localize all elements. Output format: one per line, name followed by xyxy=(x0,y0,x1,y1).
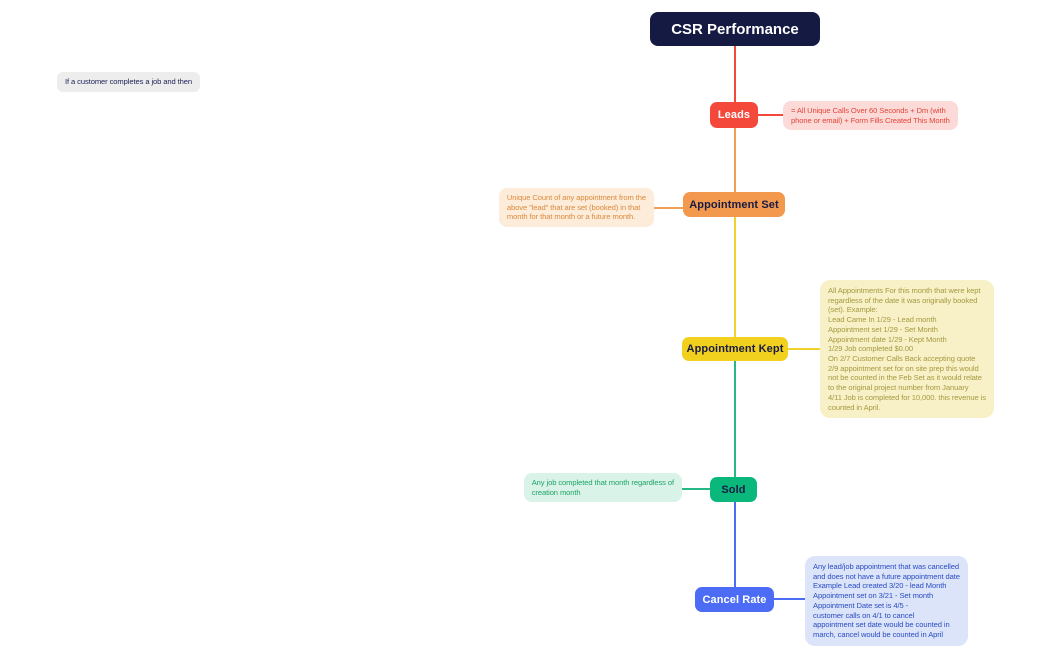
connector-leads-to-appointment-set xyxy=(734,128,736,192)
note-leads-definition[interactable]: = All Unique Calls Over 60 Seconds + Dm … xyxy=(783,101,958,131)
note-appointment-kept-definition[interactable]: All Appointments For this month that wer… xyxy=(820,280,994,419)
connector-appointment-set-note xyxy=(654,207,683,209)
connector-cancel-rate-note xyxy=(774,598,805,600)
node-appointment-set[interactable]: Appointment Set xyxy=(683,192,785,217)
node-appointment-kept[interactable]: Appointment Kept xyxy=(682,337,788,361)
root-node-csr-performance[interactable]: CSR Performance xyxy=(650,12,820,46)
note-appointment-set-definition[interactable]: Unique Count of any appointment from the… xyxy=(498,188,654,228)
connector-appointment-kept-to-sold xyxy=(734,361,736,477)
note-sold-definition[interactable]: Any job completed that month regardless … xyxy=(523,473,682,503)
connector-root-to-leads xyxy=(734,46,736,102)
connector-appointment-kept-note xyxy=(788,348,820,350)
note-cancel-rate-definition[interactable]: Any lead/job appointment that was cancel… xyxy=(805,556,968,646)
connector-appointment-set-to-appointment-kept xyxy=(734,217,736,337)
node-cancel-rate[interactable]: Cancel Rate xyxy=(695,587,774,612)
connector-sold-note xyxy=(682,488,710,490)
connector-leads-note xyxy=(758,114,783,116)
node-sold[interactable]: Sold xyxy=(710,477,757,502)
node-leads[interactable]: Leads xyxy=(710,102,758,128)
floating-note[interactable]: If a customer completes a job and then xyxy=(57,72,201,92)
connector-sold-to-cancel-rate xyxy=(734,502,736,587)
